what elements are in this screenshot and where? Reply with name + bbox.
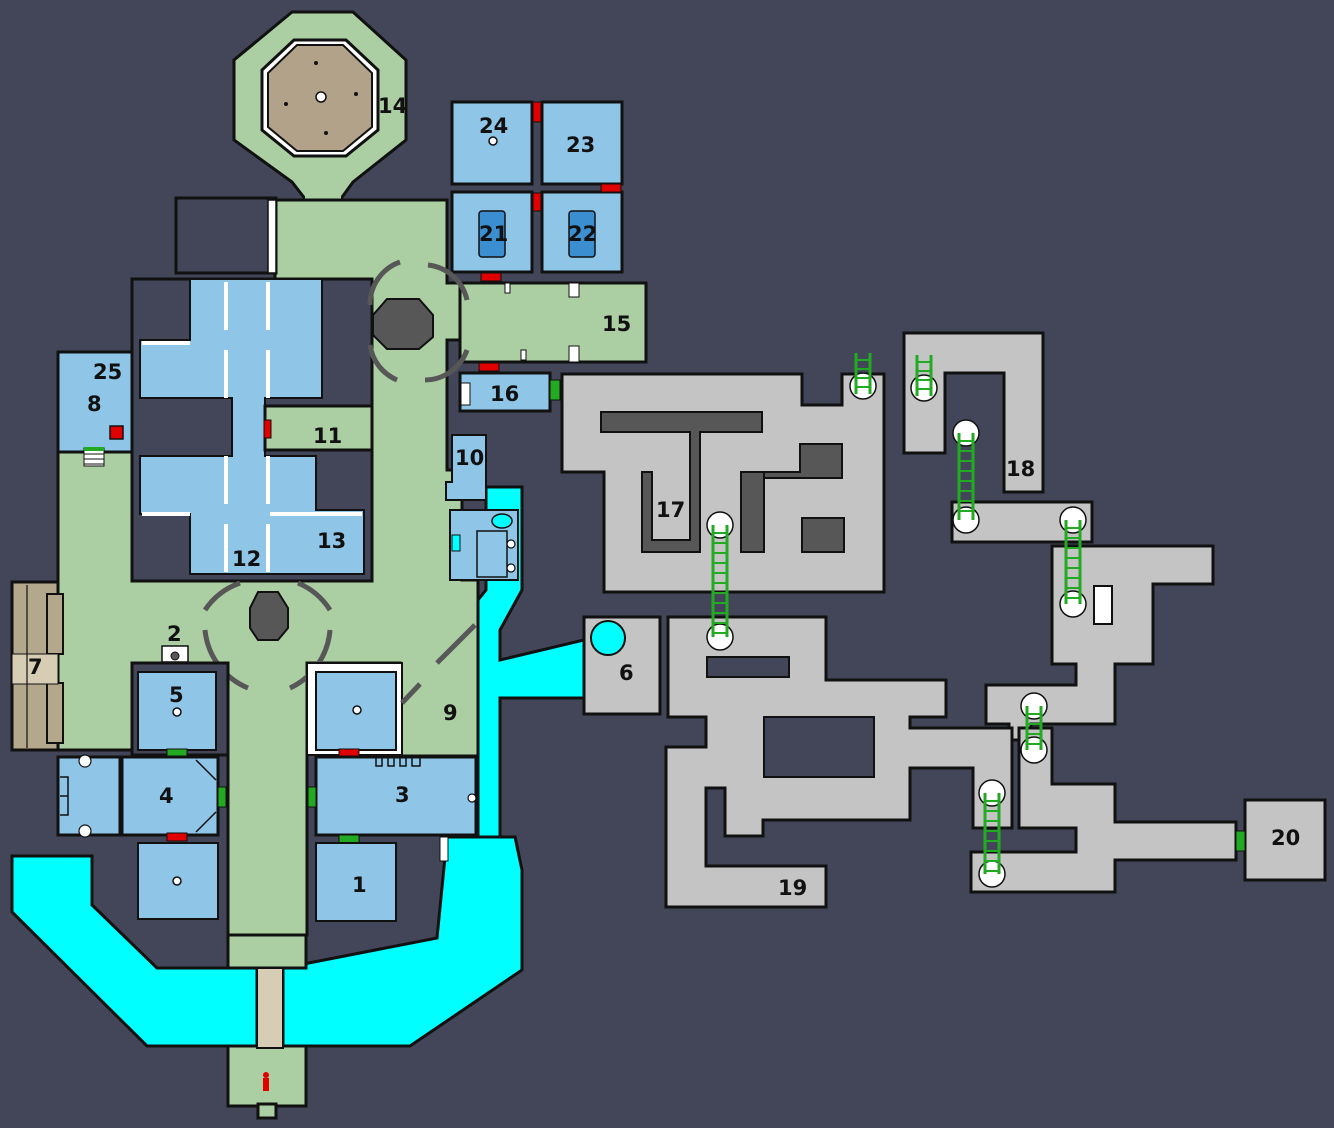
player-marker-icon[interactable] [263,1072,269,1091]
room-4-wing-dots [78,754,92,838]
room-3-crenel [375,758,421,767]
room-7-bench-bottom [46,682,64,744]
pillar-dots [284,61,358,135]
room-16-locked-door-top[interactable] [478,362,500,372]
room-10-small-pool [451,534,461,552]
cave-20-link [969,726,1238,894]
room-4-wing-comb [60,776,69,816]
room-1-open-door[interactable] [338,834,360,844]
room-24-item-icon [488,136,498,146]
room-label-14: 14 [378,94,407,118]
room-label-6: 6 [619,661,634,685]
room-3-item-icon [467,793,477,803]
entrance-step [256,1102,278,1120]
room-10-area [445,434,487,501]
room-10-cabinet [476,530,508,578]
room-8-locked-box[interactable] [109,425,124,440]
room-label-15: 15 [602,312,631,336]
cave-18 [902,331,1045,494]
room-label-16: 16 [490,382,519,406]
room-7-mid [11,653,59,685]
room-label-4: 4 [159,784,174,808]
cave-east [984,544,1215,742]
room-10-dot-a [506,539,516,549]
tower-center-icon [315,91,327,103]
rotunda-north [367,259,470,383]
room-9-item-icon [352,705,362,715]
room-label-11: 11 [313,424,342,448]
moat-right [281,835,524,1048]
room-label-17: 17 [656,498,685,522]
locked-doors-21-24[interactable] [480,101,622,282]
cave-19-inner-hole [706,656,790,678]
room-4-diagonals [195,759,217,833]
room-label-3: 3 [395,783,410,807]
rooms-21-24 [450,100,624,274]
cave-17-walls [600,411,845,553]
complex-12-pillars [142,282,362,572]
room-label-18: 18 [1006,457,1035,481]
cave-19-big-hole [763,716,875,778]
room-16-open-door[interactable] [549,379,561,401]
room-5-item-icon [172,707,182,717]
room-label-2: 2 [167,622,182,646]
room-labels: 14 24 23 21 22 15 25 8 16 11 10 18 17 13… [28,94,1300,900]
room-label-13: 13 [317,529,346,553]
room-9-gate [439,836,449,862]
room-9-ramp-b [435,623,477,665]
ladder-icon[interactable] [706,511,734,651]
room-label-10: 10 [455,446,484,470]
room-label-7: 7 [28,655,43,679]
room-label-25: 25 [93,360,122,384]
room-7-bench-top [46,593,64,655]
room-label-19: 19 [778,876,807,900]
room-15-floor [458,281,648,364]
room-1-area [315,842,397,922]
moat-gap-floor [226,933,308,970]
room-label-20: 20 [1271,826,1300,850]
ladder-icon[interactable] [910,355,938,402]
rotunda-south [202,580,333,691]
room-label-8: 8 [87,392,102,416]
ladder-icon[interactable] [978,779,1006,888]
room-4-locked-door[interactable] [166,832,188,842]
pool-21 [478,210,506,258]
room-label-23: 23 [566,133,595,157]
room-3-open-door[interactable] [307,786,317,808]
room-sw-item-icon [172,876,182,886]
room-label-5: 5 [169,683,184,707]
room-3-area [314,755,478,837]
ladder-icon[interactable] [849,353,877,400]
ladder-icon[interactable] [1020,692,1048,764]
room-label-21: 21 [479,222,508,246]
room-9-ramp-a [400,682,422,705]
cave-17 [560,372,886,594]
ladders[interactable] [706,353,1087,888]
moat-left [10,854,259,1048]
room-10-basin [491,513,513,529]
dark-room-nw-edge [267,199,277,274]
stairs-icon[interactable] [83,447,105,467]
room-label-9: 9 [443,701,458,725]
room-4-open-door[interactable] [217,786,227,808]
room-6-pool [590,620,626,656]
room-label-12: 12 [232,547,261,571]
room-15-pillars [504,282,580,363]
room-label-1: 1 [352,873,367,897]
room-11-locked-door[interactable] [263,419,272,439]
pool-22 [568,210,596,258]
dark-room-nw [174,196,278,275]
cave-east-door [1093,585,1113,625]
room-2-altar [161,645,189,663]
bridge-top [256,967,284,1049]
ladder-icon[interactable] [952,419,980,534]
room-20-open-door[interactable] [1235,830,1246,852]
room-16-area [458,371,552,413]
room-label-22: 22 [568,222,597,246]
room-label-24: 24 [479,114,508,138]
room-10-dot-b [506,563,516,573]
room-16-bed [460,382,471,406]
ladder-icon[interactable] [1059,506,1087,618]
